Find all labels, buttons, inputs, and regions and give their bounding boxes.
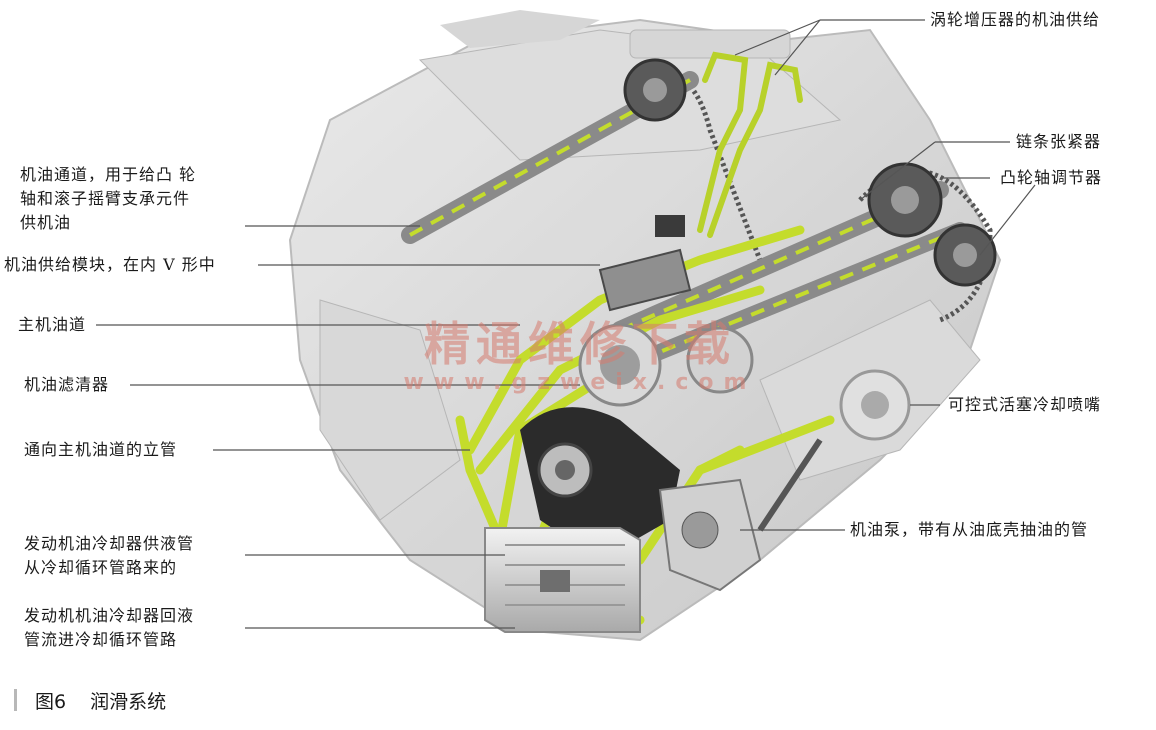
label-main-oil-gallery: 主机油道 — [18, 315, 87, 334]
label-oil-pump: 机油泵，带有从油底壳抽油的管 — [850, 520, 1089, 539]
oil-supply-module — [598, 215, 692, 312]
label-cooler-return: 发动机机油冷却器回液 管流进冷却循环管路 — [24, 606, 195, 649]
label-cooler-supply: 发动机油冷却器供液管 从冷却循环管路来的 — [24, 534, 195, 577]
cam-sprockets — [623, 58, 997, 287]
piston-cooling-jet — [839, 369, 911, 441]
label-oil-supply-module: 机油供给模块，在内 V 形中 — [4, 255, 216, 274]
turbo-oil-pipes — [697, 51, 803, 238]
label-turbo-oil-supply: 涡轮增压器的机油供给 — [930, 10, 1101, 29]
oil-pump — [658, 438, 823, 592]
figure-number: 图6 — [35, 690, 67, 713]
label-oil-gallery-cam: 机油通道，用于给凸 轮 轴和滚子摇臂支承元件 供机油 — [20, 165, 197, 232]
label-camshaft-adjuster: 凸轮轴调节器 — [1000, 168, 1103, 187]
label-piston-cooling-jet: 可控式活塞冷却喷嘴 — [948, 395, 1102, 414]
label-chain-tensioner: 链条张紧器 — [1016, 132, 1102, 151]
caption-bar — [14, 689, 17, 711]
figure-title: 润滑系统 — [90, 690, 167, 713]
oil-cooler — [484, 527, 641, 633]
leader-lines — [96, 19, 1036, 629]
label-oil-filter: 机油滤清器 — [24, 375, 110, 394]
figure-caption: 图6 润滑系统 — [14, 684, 166, 716]
label-riser-pipe: 通向主机油道的立管 — [24, 440, 178, 459]
crank-drive — [520, 407, 680, 560]
oil-filter — [578, 323, 754, 407]
